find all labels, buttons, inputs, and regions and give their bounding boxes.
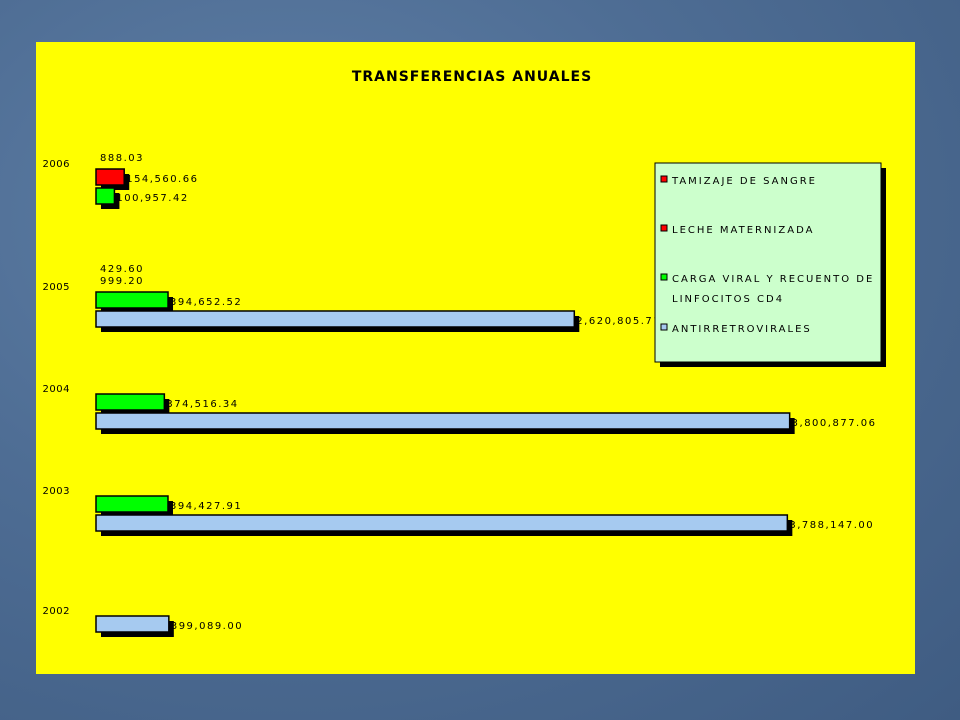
value-label: 3,800,877.06	[792, 418, 877, 429]
bars-layer: 2006 888.03 154,560.66 100,957.42 2005 429.60…	[43, 153, 877, 637]
bar-2004-3	[95, 412, 791, 430]
legend: TAMIZAJE DE SANGRE LECHE MATERNIZADA CARGA…	[654, 162, 886, 367]
value-label: 154,560.66	[126, 174, 198, 185]
bar-2003-3	[95, 514, 789, 532]
bar-2003-2	[95, 495, 169, 513]
bar-2006-2	[95, 187, 116, 205]
bar-2005-2	[95, 291, 169, 309]
value-label: 2,620,805.71	[576, 316, 661, 327]
bar-2006-1	[95, 168, 125, 186]
year-label-2004: 2004	[43, 384, 70, 395]
legend-box	[654, 162, 882, 363]
year-label-2002: 2002	[43, 606, 70, 617]
bar-chart: TRANSFERENCIAS ANUALES 2006 888.03 154,560…	[43, 69, 886, 637]
year-label-2005: 2005	[43, 282, 70, 293]
chart-title: TRANSFERENCIAS ANUALES	[352, 69, 592, 85]
legend-swatch	[660, 175, 668, 183]
value-label: 999.20	[100, 276, 144, 287]
bar-2002-3	[95, 615, 170, 633]
bar-2004-2	[95, 393, 166, 411]
legend-label: LECHE MATERNIZADA	[672, 225, 814, 236]
value-label: 888.03	[100, 153, 144, 164]
chart-panel: TRANSFERENCIAS ANUALES 2006 888.03 154,560…	[36, 42, 915, 674]
value-label: 374,516.34	[166, 399, 238, 410]
year-label-2003: 2003	[43, 486, 70, 497]
value-label: 399,089.00	[171, 621, 243, 632]
legend-label: ANTIRRETROVIRALES	[672, 324, 812, 335]
legend-label: CARGA VIRAL Y RECUENTO DE	[672, 274, 874, 285]
year-label-2006: 2006	[43, 159, 70, 170]
value-label: 394,427.91	[170, 501, 242, 512]
legend-label: LINFOCITOS CD4	[672, 294, 784, 305]
value-label: 429.60	[100, 264, 144, 275]
value-label: 100,957.42	[116, 193, 188, 204]
value-label: 394,652.52	[170, 297, 242, 308]
legend-swatch	[660, 273, 668, 281]
legend-swatch	[660, 224, 668, 232]
legend-label: TAMIZAJE DE SANGRE	[671, 176, 817, 187]
bar-2005-3	[95, 310, 576, 328]
value-label: 3,788,147.00	[789, 520, 874, 531]
legend-swatch	[660, 323, 668, 331]
